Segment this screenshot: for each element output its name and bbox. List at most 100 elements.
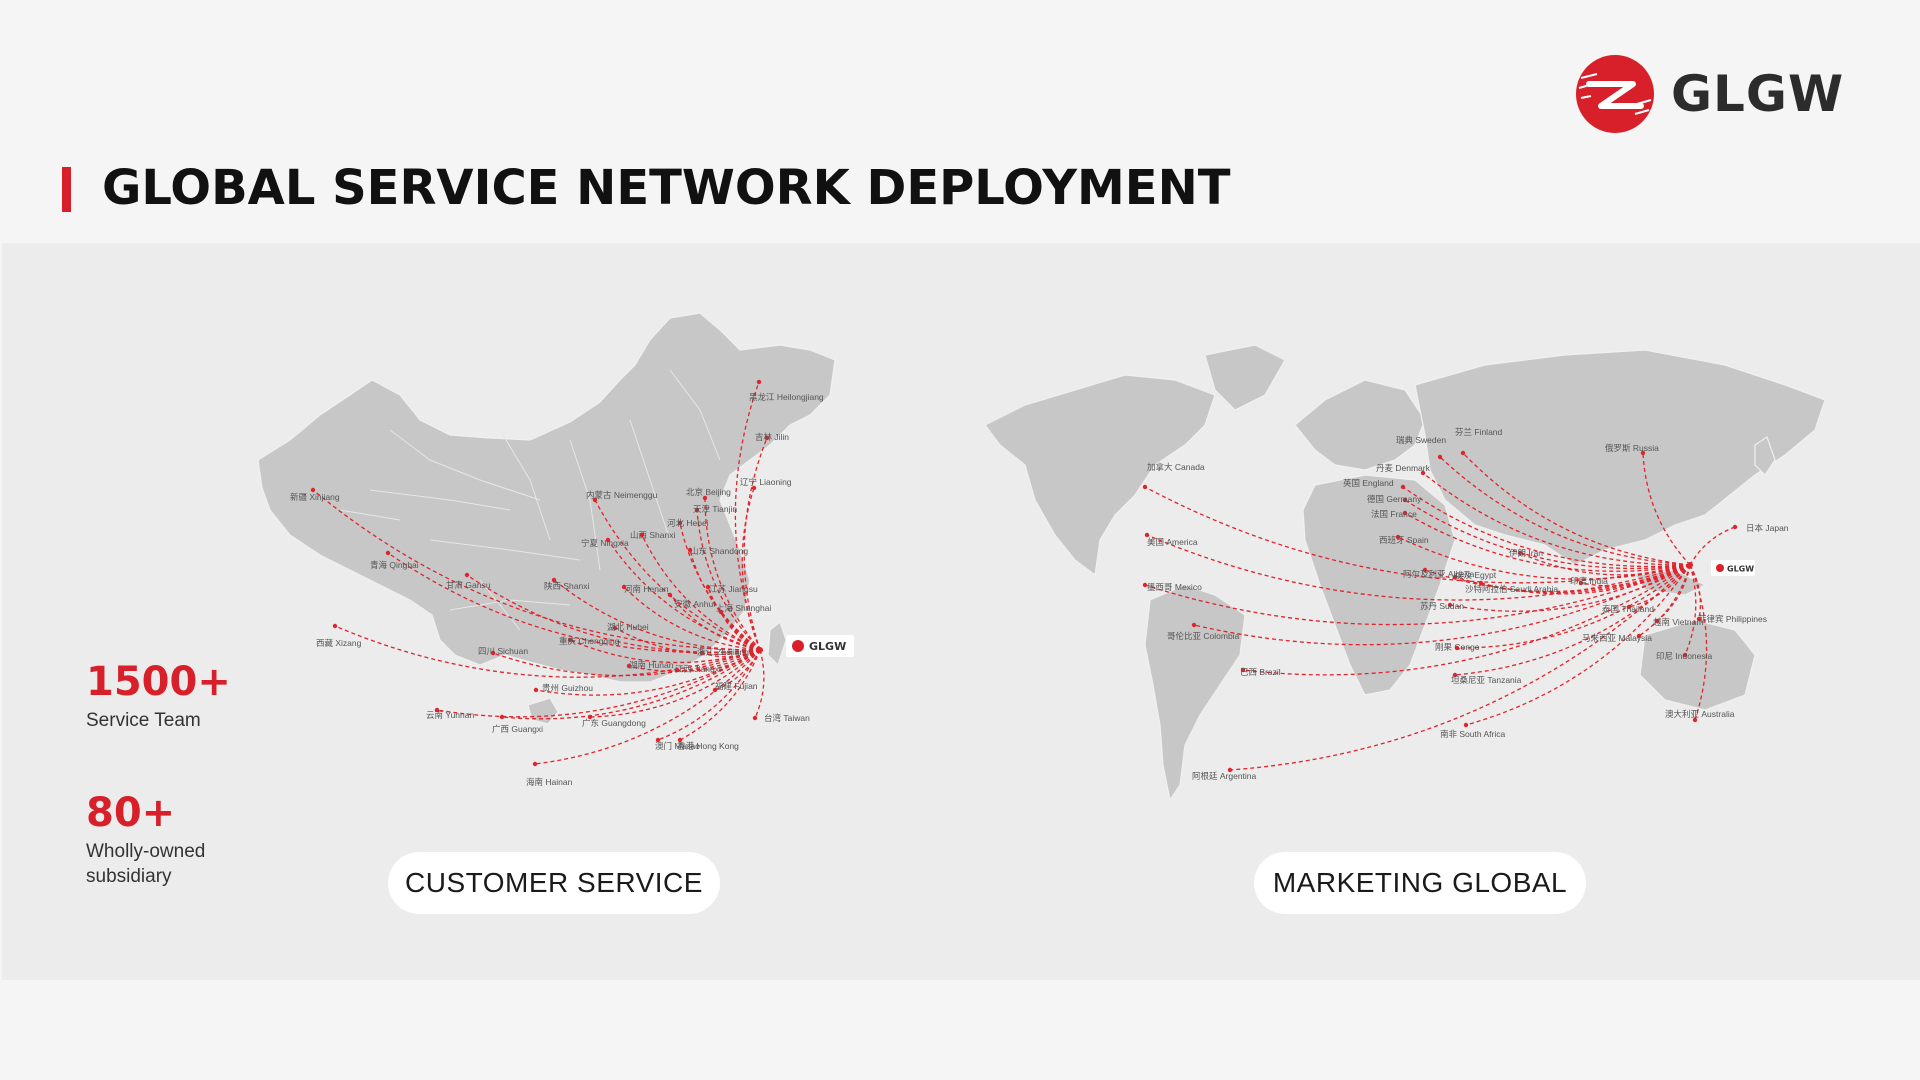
destination-dot bbox=[499, 714, 505, 720]
destination-label-en: England bbox=[1360, 478, 1394, 488]
destination-label: 泰国 Thailand bbox=[1602, 604, 1654, 614]
destination-label-en: Iran bbox=[1526, 548, 1543, 558]
destination-label-cn: 刚果 bbox=[1435, 642, 1453, 652]
destination-dot bbox=[712, 687, 718, 693]
destination-label-en: Ningxia bbox=[598, 538, 629, 548]
destination-label-cn: 日本 bbox=[1746, 523, 1764, 533]
destination-label-en: Finland bbox=[1472, 427, 1503, 437]
world-landmass bbox=[984, 344, 1826, 802]
brand-name: GLGW bbox=[1671, 65, 1845, 123]
destination-label-cn: 法国 bbox=[1371, 509, 1388, 519]
destination-label: 丹麦 Denmark bbox=[1376, 463, 1431, 473]
destination-label-cn: 阿尔及利亚 bbox=[1403, 569, 1446, 579]
destination-label-cn: 广西 bbox=[492, 724, 509, 734]
destination-dot bbox=[655, 737, 661, 743]
route-line bbox=[623, 586, 761, 651]
destination-label: 马来西亚 Malaysia bbox=[1582, 633, 1652, 643]
destination-dot bbox=[434, 707, 440, 713]
route-line bbox=[1439, 456, 1691, 566]
destination-label-cn: 新疆 bbox=[290, 492, 308, 502]
destination-label: 陕西 Shanxi bbox=[544, 581, 589, 591]
destination-dot bbox=[532, 761, 538, 767]
destination-label: 天津 Tianjin bbox=[693, 504, 737, 514]
route-line bbox=[1480, 564, 1691, 595]
destination-label-en: Japan bbox=[1763, 523, 1789, 533]
destination-label-en: Heilongjiang bbox=[775, 392, 824, 402]
route-line bbox=[679, 522, 761, 651]
destination-label-cn: 英国 bbox=[1343, 478, 1360, 488]
customer-service-button[interactable]: CUSTOMER SERVICE bbox=[388, 852, 720, 914]
destination-label: 宁夏 Ningxia bbox=[581, 538, 629, 548]
destination-dot bbox=[1395, 534, 1401, 540]
destination-label-en: Jilin bbox=[772, 432, 789, 442]
page-title: GLOBAL SERVICE NETWORK DEPLOYMENT bbox=[102, 160, 1231, 216]
china-routes bbox=[310, 379, 770, 767]
destination-label: 重庆 Chongqing bbox=[559, 636, 620, 646]
destination-label: 哥伦比亚 Colombia bbox=[1167, 631, 1240, 641]
route-line bbox=[1404, 512, 1691, 572]
destination-label: 西藏 Xizang bbox=[316, 638, 362, 648]
destination-label: 瑞典 Sweden bbox=[1396, 435, 1446, 445]
destination-dot bbox=[626, 663, 632, 669]
destination-dot bbox=[756, 379, 762, 385]
glgw-logo-icon bbox=[1576, 55, 1654, 133]
destination-dot bbox=[1682, 652, 1688, 658]
destination-dot bbox=[587, 714, 593, 720]
route-line bbox=[1242, 564, 1691, 676]
destination-label-en: America bbox=[1164, 537, 1198, 547]
destination-dot bbox=[1452, 672, 1458, 678]
destination-label-cn: 马来西亚 bbox=[1582, 633, 1617, 643]
destination-dot bbox=[1692, 717, 1698, 723]
route-line bbox=[1424, 564, 1691, 593]
route-line bbox=[628, 649, 761, 672]
destination-label-en: Argentina bbox=[1218, 771, 1257, 781]
destination-dot bbox=[1227, 767, 1233, 773]
route-line bbox=[696, 509, 761, 651]
destination-label-cn: 加拿大 bbox=[1147, 462, 1173, 472]
destination-dot bbox=[310, 487, 316, 493]
destination-dot bbox=[621, 584, 627, 590]
destination-label-en: Spain bbox=[1405, 535, 1429, 545]
destination-label-en: India bbox=[1587, 576, 1608, 586]
destination-label: 沙特阿拉伯 Saudi Arabia bbox=[1465, 584, 1558, 594]
route-line bbox=[1193, 564, 1691, 646]
destination-label-en: Shanxi bbox=[561, 581, 589, 591]
destination-label-en: Philippines bbox=[1724, 614, 1767, 624]
hub-dot bbox=[1687, 562, 1693, 568]
route-line bbox=[1462, 452, 1691, 566]
route-line bbox=[1638, 564, 1691, 637]
destination-dot bbox=[1454, 645, 1460, 651]
marketing-global-button[interactable]: MARKETING GLOBAL bbox=[1254, 852, 1586, 914]
world-hub-label: GLGW bbox=[1727, 565, 1754, 574]
destination-label-cn: 沙特阿拉伯 bbox=[1465, 584, 1508, 594]
route-line bbox=[707, 586, 761, 651]
destination-label: 南非 South Africa bbox=[1440, 729, 1505, 739]
destination-label-cn: 福建 bbox=[715, 681, 733, 691]
destination-dot bbox=[687, 547, 693, 553]
destination-label-en: Denmark bbox=[1393, 463, 1431, 473]
destination-label: 法国 France bbox=[1371, 509, 1417, 519]
destination-label-cn: 澳门 bbox=[655, 741, 672, 751]
destination-label: 印度 India bbox=[1570, 576, 1608, 586]
route-line bbox=[1229, 564, 1691, 771]
destination-label-cn: 芬兰 bbox=[1455, 427, 1472, 437]
destination-label-cn: 哥伦比亚 bbox=[1167, 631, 1202, 641]
destination-label: 俄罗斯 Russia bbox=[1605, 443, 1659, 453]
destination-label-en: Shandong bbox=[707, 546, 748, 556]
destination-label: 越南 Vietnam bbox=[1653, 617, 1703, 627]
destination-label-cn: 丹麦 bbox=[1376, 463, 1394, 473]
destination-dot bbox=[699, 650, 705, 656]
destination-label-cn: 内蒙古 bbox=[586, 490, 612, 500]
destination-label: 上海 Shanghai bbox=[716, 603, 771, 613]
destination-dot bbox=[1142, 582, 1148, 588]
destination-label: 日本 Japan bbox=[1746, 523, 1789, 533]
destination-label-en: Shanghai bbox=[733, 603, 771, 613]
destination-label: 印尼 Indonesia bbox=[1656, 651, 1713, 661]
destination-label-cn: 广东 bbox=[582, 718, 599, 728]
destination-label-en: Sudan bbox=[1437, 601, 1464, 611]
destination-label: 菲律宾 Philippines bbox=[1698, 614, 1767, 624]
destination-dot bbox=[751, 485, 757, 491]
destination-dot bbox=[705, 584, 711, 590]
destination-label-en: Colombia bbox=[1201, 631, 1240, 641]
